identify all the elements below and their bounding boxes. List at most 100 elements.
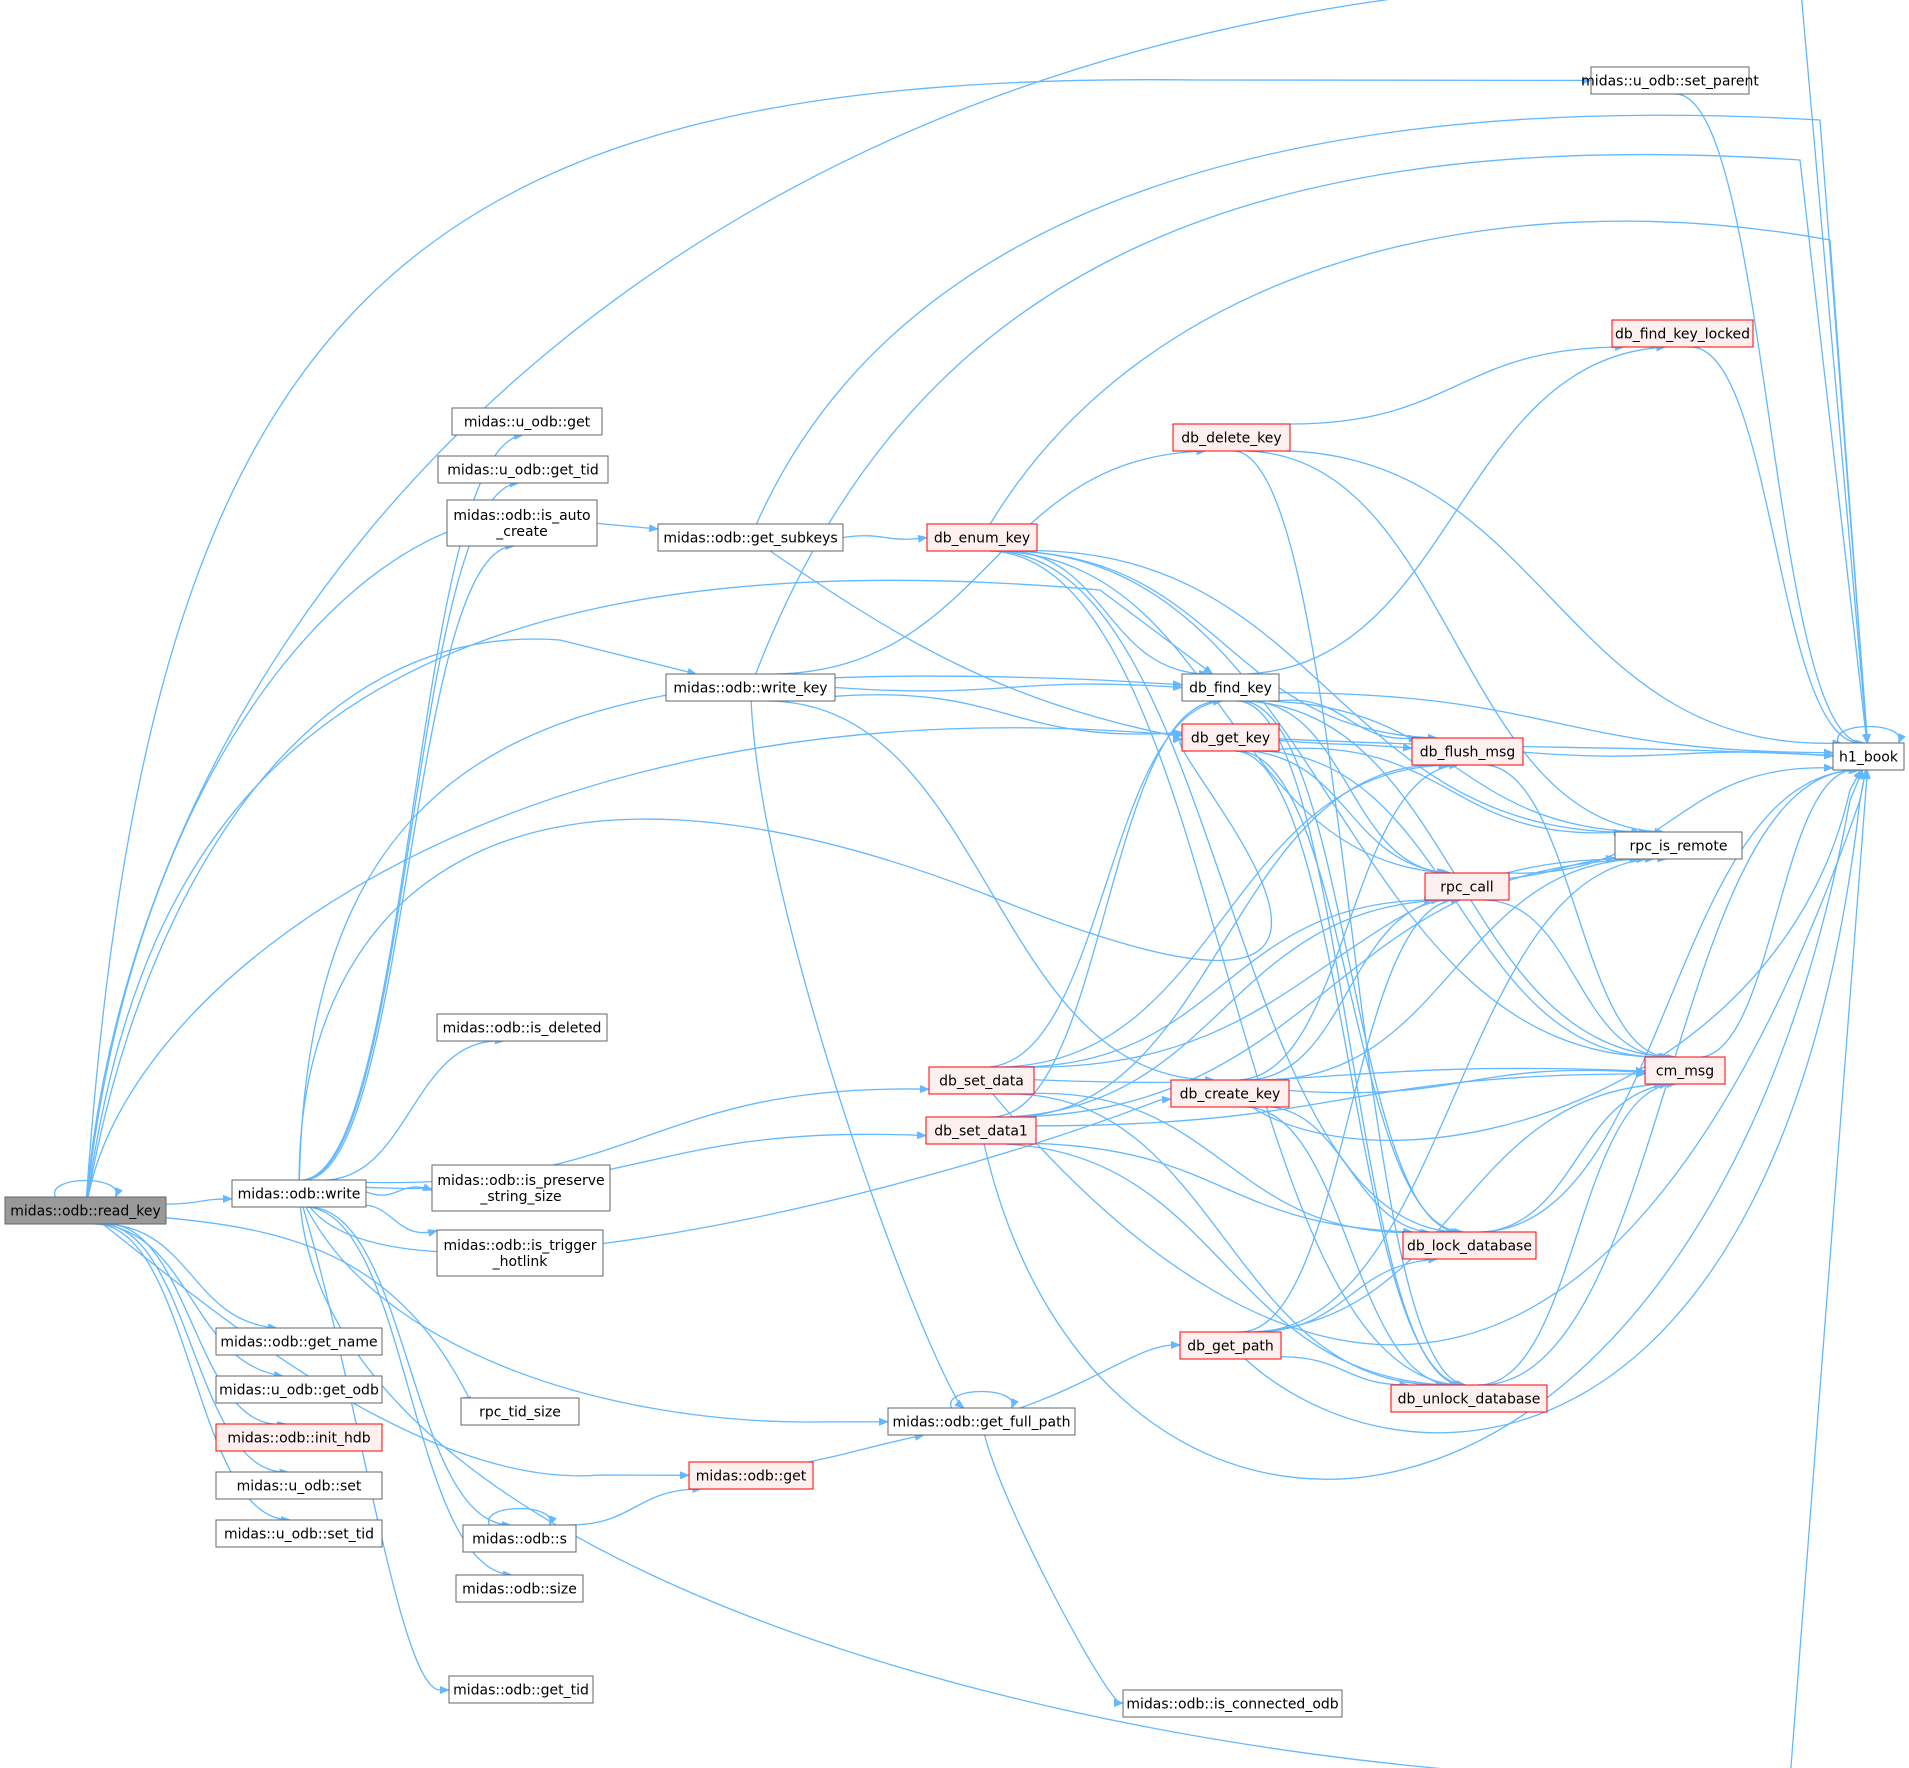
node-label: midas::u_odb::get — [464, 415, 591, 431]
node-write[interactable]: midas::odb::write — [231, 1179, 367, 1208]
node-uodb-get[interactable]: midas::u_odb::get — [451, 407, 603, 436]
call-edge-read_key-to-write_key — [87, 638, 698, 1198]
call-edge-db_enum_key-to-h1_book — [989, 220, 1871, 744]
call-edge-write_key-to-db_delete_key — [776, 447, 1207, 675]
call-edge-db_get_key-to-cm_msg — [1248, 750, 1668, 1062]
node-label: midas::odb::write_key — [673, 681, 827, 697]
node-label: db_flush_msg — [1420, 745, 1515, 761]
node-uodb-get-odb[interactable]: midas::u_odb::get_odb — [215, 1375, 383, 1404]
call-edge-db_enum_key-to-db_lock_database — [991, 550, 1462, 1236]
node-label: _hotlink — [492, 1254, 549, 1270]
node-label: rpc_tid_size — [479, 1405, 561, 1421]
node-box — [1402, 1231, 1537, 1260]
call-edge-db_find_key_locked-to-h1_book — [1688, 346, 1864, 748]
call-edge-write_key-to-get_full_path — [750, 700, 965, 1409]
node-db-find-key-locked[interactable]: db_find_key_locked — [1611, 319, 1754, 348]
node-rpc-is-remote[interactable]: rpc_is_remote — [1614, 831, 1743, 860]
node-box — [1411, 737, 1524, 766]
node-db-find-key[interactable]: db_find_key — [1181, 673, 1280, 702]
node-box — [1172, 423, 1291, 452]
node-get-name[interactable]: midas::odb::get_name — [215, 1327, 383, 1356]
node-odb-size[interactable]: midas::odb::size — [455, 1574, 584, 1603]
call-edge-write_key-to-db_create_key — [766, 700, 1216, 1084]
call-edge-db_get_key-to-db_lock_database — [1236, 750, 1465, 1236]
node-label: midas::odb::get_name — [220, 1335, 377, 1351]
node-box — [231, 1179, 367, 1208]
call-edge-get_subkeys-to-db_get_key — [769, 550, 1183, 740]
call-edge-db_lock_database-to-h1_book — [1480, 766, 1859, 1233]
node-box — [1390, 1384, 1548, 1413]
node-is-connected[interactable]: midas::odb::is_connected_odb — [1122, 1689, 1343, 1718]
call-edge-db_get_path-to-cm_msg — [1252, 1080, 1664, 1333]
node-label: midas::odb::is_connected_odb — [1126, 1697, 1338, 1713]
node-box — [1611, 319, 1754, 348]
node-rpc-tid-size[interactable]: rpc_tid_size — [460, 1397, 580, 1426]
node-uodb-get-tid[interactable]: midas::u_odb::get_tid — [437, 455, 609, 484]
call-edge-write-to-db_get_key — [298, 735, 1273, 1181]
node-label: db_set_data1 — [934, 1124, 1028, 1140]
node-label: midas::odb::write — [238, 1187, 361, 1203]
node-get-subkeys[interactable]: midas::odb::get_subkeys — [657, 523, 844, 552]
node-write-key[interactable]: midas::odb::write_key — [665, 673, 836, 702]
node-label: midas::odb::size — [462, 1582, 577, 1598]
node-box — [455, 1574, 584, 1603]
node-box — [925, 1116, 1037, 1145]
call-edge-read_key-to-rpc_tid_size — [165, 1217, 472, 1404]
node-get-full-path[interactable]: midas::odb::get_full_path — [887, 1407, 1076, 1436]
call-edge-db_set_data-to-rpc_is_remote — [1021, 854, 1640, 1068]
node-db-unlock-database[interactable]: db_unlock_database — [1390, 1384, 1548, 1413]
node-label: h1_book — [1839, 750, 1899, 766]
node-odb-get[interactable]: midas::odb::get — [688, 1461, 814, 1490]
node-label: db_find_key — [1189, 681, 1272, 697]
call-edge-db_find_key-to-h1_book — [1278, 692, 1834, 757]
node-label: db_set_data — [939, 1074, 1024, 1090]
node-db-create-key[interactable]: db_create_key — [1170, 1079, 1290, 1108]
node-box — [1122, 1689, 1343, 1718]
node-set-parent[interactable]: midas::u_odb::set_parent — [1581, 66, 1759, 95]
node-box — [928, 1066, 1035, 1095]
call-edge-write-to-db_find_key — [298, 675, 1183, 1181]
call-edge-cm_msg-to-h1_book — [1692, 764, 1862, 1058]
node-cm-msg[interactable]: cm_msg — [1644, 1056, 1726, 1085]
node-label: midas::odb::is_trigger — [444, 1238, 597, 1254]
node-db-get-key[interactable]: db_get_key — [1181, 723, 1280, 752]
node-uodb-set[interactable]: midas::u_odb::set — [215, 1471, 383, 1500]
node-box — [437, 455, 609, 484]
node-label: db_create_key — [1180, 1087, 1281, 1103]
node-is-auto-create[interactable]: midas::odb::is_auto_create — [446, 499, 598, 547]
node-db-set-data1[interactable]: db_set_data1 — [925, 1116, 1037, 1145]
node-box — [1644, 1056, 1726, 1085]
node-is-preserve[interactable]: midas::odb::is_preserve_string_size — [431, 1164, 611, 1212]
node-label: db_lock_database — [1407, 1239, 1532, 1255]
call-edge-db_set_data1-to-cm_msg — [1035, 1069, 1646, 1127]
call-edge-db_get_path-to-rpc_call — [1237, 895, 1462, 1333]
node-h1-book[interactable]: h1_book — [1832, 742, 1905, 771]
node-uodb-set-tid[interactable]: midas::u_odb::set_tid — [215, 1519, 383, 1548]
node-db-flush-msg[interactable]: db_flush_msg — [1411, 737, 1524, 766]
call-edge-write-to-is_deleted — [317, 1036, 505, 1181]
node-label: midas::odb::is_preserve — [437, 1173, 604, 1189]
node-rpc-call[interactable]: rpc_call — [1424, 872, 1510, 901]
call-edge-read_key-to-set_parent — [85, 76, 1592, 1198]
node-is-deleted[interactable]: midas::odb::is_deleted — [436, 1013, 608, 1042]
node-db-lock-database[interactable]: db_lock_database — [1402, 1231, 1537, 1260]
node-init-hdb[interactable]: midas::odb::init_hdb — [215, 1423, 383, 1452]
node-odb-get-tid[interactable]: midas::odb::get_tid — [448, 1675, 594, 1704]
call-edge-write-to-odb_size — [306, 1206, 513, 1579]
node-db-enum-key[interactable]: db_enum_key — [926, 523, 1038, 552]
node-box — [448, 1675, 594, 1704]
node-box — [1181, 723, 1280, 752]
function-nodes: midas::odb::read_keymidas::odb::writemid… — [4, 66, 1905, 1718]
node-is-trigger[interactable]: midas::odb::is_trigger_hotlink — [436, 1229, 604, 1277]
node-db-set-data[interactable]: db_set_data — [928, 1066, 1035, 1095]
call-edge-get_subkeys-to-db_enum_key — [842, 534, 928, 543]
node-db-get-path[interactable]: db_get_path — [1179, 1331, 1282, 1360]
node-label: midas::u_odb::get_odb — [219, 1383, 379, 1399]
node-label: db_find_key_locked — [1615, 327, 1750, 343]
node-label: _create — [495, 524, 547, 540]
node-db-delete-key[interactable]: db_delete_key — [1172, 423, 1291, 452]
call-edge-db_create_key-to-db_unlock_database — [1240, 1106, 1460, 1390]
node-odb-s[interactable]: midas::odb::s — [462, 1524, 577, 1553]
call-edge-read_key-to-read_key — [54, 1179, 123, 1198]
